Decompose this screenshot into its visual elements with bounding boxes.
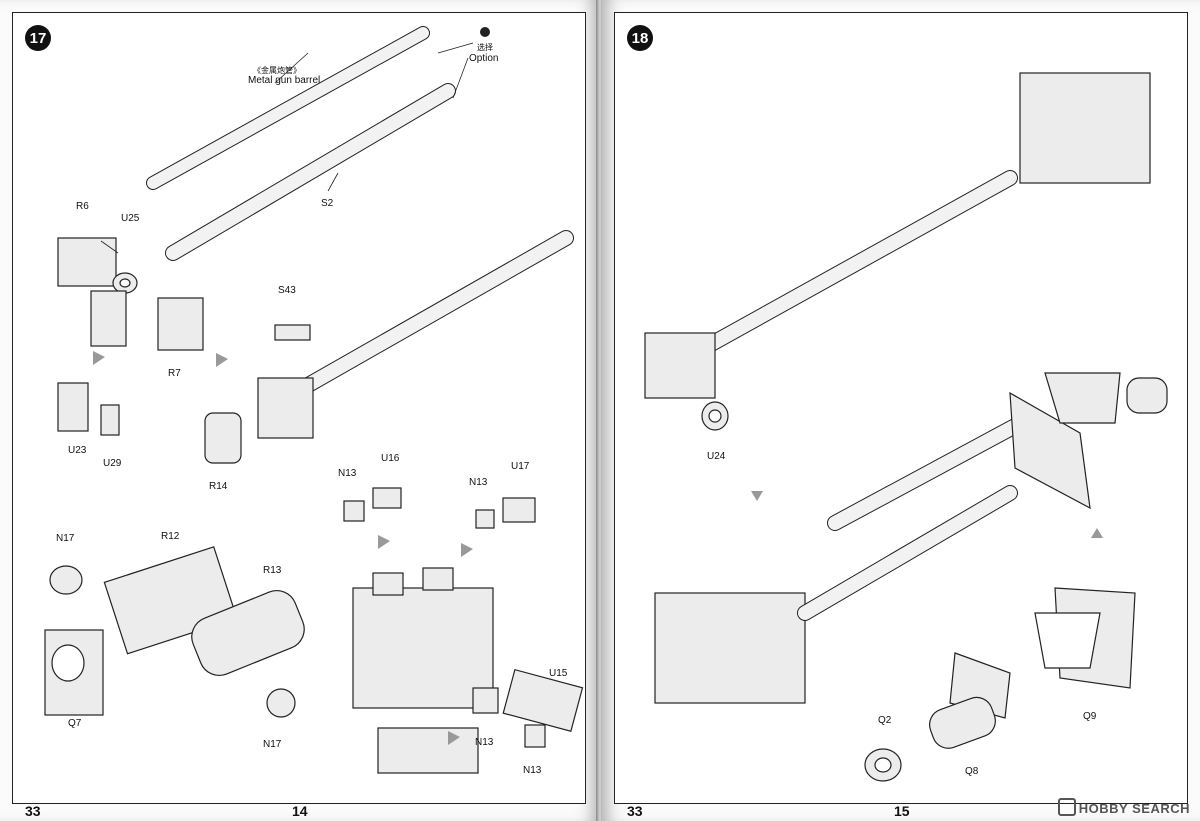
label-s43: S43 <box>278 285 296 296</box>
part-q8 <box>928 696 996 749</box>
step-17-panel: 17 <box>12 12 586 804</box>
label-u23: U23 <box>68 445 87 456</box>
label-n17-b: N17 <box>263 739 282 750</box>
step-18-panel: 18 <box>614 12 1188 804</box>
part-u23 <box>57 382 89 432</box>
part-u16 <box>372 487 402 509</box>
part-u29 <box>100 404 120 436</box>
part-breech-lower <box>654 592 806 704</box>
label-u15: U15 <box>549 668 568 679</box>
label-barrel-cn: 《金属炮管》 <box>253 66 301 75</box>
part-bracket-a <box>372 572 404 596</box>
label-r14: R14 <box>209 481 228 492</box>
label-q9: Q9 <box>1083 711 1097 722</box>
label-r13: R13 <box>263 565 282 576</box>
part-rear-cylinder <box>1126 377 1168 414</box>
book-gutter <box>596 0 604 821</box>
label-q7: Q7 <box>68 718 82 729</box>
label-q8: Q8 <box>965 766 979 777</box>
part-mantlet-plate <box>1009 391 1091 510</box>
label-r12: R12 <box>161 531 180 542</box>
label-n13-c: N13 <box>475 737 494 748</box>
label-u24: U24 <box>707 451 726 462</box>
label-s2: S2 <box>321 198 334 209</box>
label-n13-a: N13 <box>338 468 357 479</box>
watermark-logo-icon <box>1057 798 1076 816</box>
page-number-14: 14 <box>292 803 308 819</box>
label-u16: U16 <box>381 453 400 464</box>
label-n13-d: N13 <box>523 765 542 776</box>
label-u29: U29 <box>103 458 122 469</box>
label-n17-a: N17 <box>56 533 75 544</box>
label-u25: U25 <box>121 213 140 224</box>
option-icon <box>480 27 490 37</box>
part-box-shroud <box>1044 372 1121 424</box>
part-n13-c <box>472 687 499 714</box>
folio-left: 33 <box>627 803 643 819</box>
step-18-diagram <box>644 72 1168 782</box>
barrel-s2-part <box>165 83 456 261</box>
part-breech <box>257 377 314 439</box>
label-option-cn: 选择 <box>477 43 493 52</box>
watermark: HOBBY SEARCH <box>1057 798 1190 816</box>
part-u17 <box>502 497 536 523</box>
part-n13-d <box>524 724 546 748</box>
assembly-arrows <box>93 351 473 745</box>
part-n17-b <box>266 688 296 718</box>
step-badge: 18 <box>627 25 653 51</box>
label-n13-b: N13 <box>469 477 488 488</box>
assembly-arrows <box>751 491 1103 538</box>
label-q2: Q2 <box>878 715 892 726</box>
label-option: Option <box>469 53 499 64</box>
part-n13-b <box>475 509 495 529</box>
barrel-assembly-part <box>295 230 574 396</box>
part-u15 <box>502 668 584 733</box>
part-r13 <box>191 590 305 676</box>
part-breech-assembly <box>352 587 494 709</box>
part-r14 <box>204 412 242 464</box>
page-number-15: 15 <box>894 803 910 819</box>
part-bracket-b <box>422 567 454 591</box>
part-mantlet-upper <box>644 332 716 399</box>
label-r6: R6 <box>76 201 89 212</box>
part-n13-a <box>343 500 365 522</box>
folio-left: 33 <box>25 803 41 819</box>
label-u17: U17 <box>511 461 530 472</box>
left-page: 17 <box>0 0 598 821</box>
watermark-text: HOBBY SEARCH <box>1078 801 1190 816</box>
part-breech-upper <box>1019 72 1151 184</box>
metal-barrel-part <box>146 26 430 190</box>
step-badge: 17 <box>25 25 51 51</box>
label-r7: R7 <box>168 368 181 379</box>
part-s43 <box>274 324 311 341</box>
part-r7 <box>157 297 204 351</box>
part-base-plate <box>377 727 479 774</box>
part-n17-a <box>49 565 83 595</box>
right-page: 18 <box>602 0 1200 821</box>
part-r6 <box>57 237 117 287</box>
part-r6-lower <box>90 290 127 347</box>
step-17-diagram <box>44 26 584 774</box>
label-metal-gun-barrel: Metal gun barrel <box>248 75 321 86</box>
